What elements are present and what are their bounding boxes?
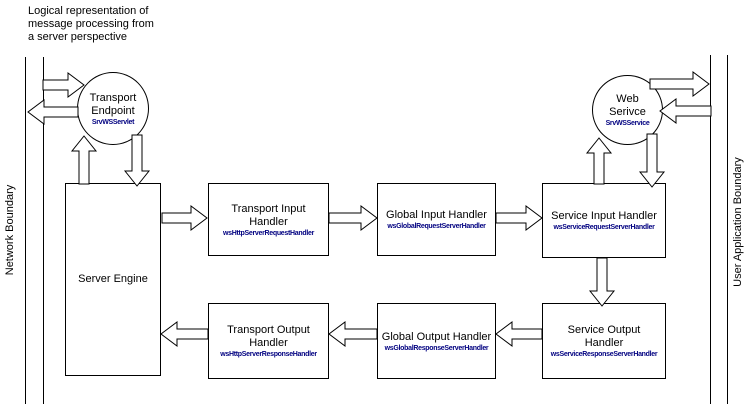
service-output-handler-class: wsServiceResponseServerHandler — [550, 351, 658, 358]
transport-input-handler-node: Transport Input Handler wsHttpServerRequ… — [208, 183, 329, 256]
transport-endpoint-title: Transport Endpoint — [89, 91, 137, 117]
service-input-handler-class: wsServiceRequestServerHandler — [553, 224, 655, 231]
web-service-node: Web Serivce SrvWSService — [592, 75, 663, 145]
service-output-handler-node: Service Output Handler wsServiceResponse… — [542, 303, 666, 379]
arrow-service-output-to-global-output — [495, 321, 543, 347]
service-input-handler-title: Service Input Handler — [551, 210, 657, 222]
server-engine-node: Server Engine — [65, 183, 161, 376]
user-boundary-inner-line — [710, 55, 711, 404]
transport-output-handler-title: Transport Output Handler — [227, 324, 310, 349]
arrow-transport-endpoint-to-network — [27, 99, 79, 125]
web-service-title: Web Serivce — [609, 93, 646, 118]
transport-endpoint-class: SrvWSServlet — [91, 118, 135, 126]
arrow-web-service-to-service-input — [638, 133, 666, 188]
arrow-service-input-to-service-output — [588, 257, 616, 307]
transport-output-handler-node: Transport Output Handler wsHttpServerRes… — [208, 303, 329, 379]
arrow-user-boundary-to-web-service — [659, 98, 712, 124]
global-input-handler-node: Global Input Handler wsGlobalRequestServ… — [377, 183, 496, 256]
user-boundary-outer-line — [727, 55, 728, 404]
network-boundary-outer-line — [25, 57, 26, 404]
arrow-server-engine-to-transport-input — [161, 205, 208, 231]
global-input-handler-class: wsGlobalRequestServerHandler — [387, 223, 486, 230]
arrow-network-to-transport-endpoint — [42, 72, 85, 98]
arrow-web-service-to-user-boundary — [649, 71, 710, 97]
user-application-boundary-label: User Application Boundary — [732, 157, 744, 287]
global-input-handler-title: Global Input Handler — [386, 209, 487, 221]
transport-input-handler-title: Transport Input Handler — [231, 202, 306, 228]
global-output-handler-title: Global Output Handler — [381, 330, 492, 343]
arrow-service-input-to-web-service — [585, 137, 613, 185]
global-output-handler-class: wsGlobalResponseServerHandler — [384, 344, 489, 352]
arrow-global-input-to-service-input — [495, 205, 543, 231]
server-engine-title: Server Engine — [78, 273, 148, 285]
web-service-class: SrvWSService — [605, 120, 650, 127]
transport-output-handler-class: wsHttpServerResponseHandler — [220, 351, 317, 358]
network-boundary-label: Network Boundary — [4, 184, 16, 276]
service-input-handler-node: Service Input Handler wsServiceRequestSe… — [542, 183, 666, 258]
arrow-server-engine-to-transport-endpoint — [70, 135, 98, 185]
transport-endpoint-node: Transport Endpoint SrvWSServlet — [77, 72, 149, 145]
transport-input-handler-class: wsHttpServerRequestHandler — [222, 229, 314, 237]
arrow-global-output-to-transport-output — [328, 321, 378, 347]
arrow-transport-input-to-global-input — [328, 205, 378, 231]
global-output-handler-node: Global Output Handler wsGlobalResponseSe… — [377, 303, 496, 379]
arrow-transport-endpoint-to-server-engine — [123, 134, 151, 187]
arrow-transport-output-to-server-engine — [160, 321, 209, 347]
network-boundary-inner-line — [43, 57, 44, 404]
service-output-handler-title: Service Output Handler — [567, 324, 641, 349]
diagram-title: Logical representation of message proces… — [28, 5, 154, 43]
